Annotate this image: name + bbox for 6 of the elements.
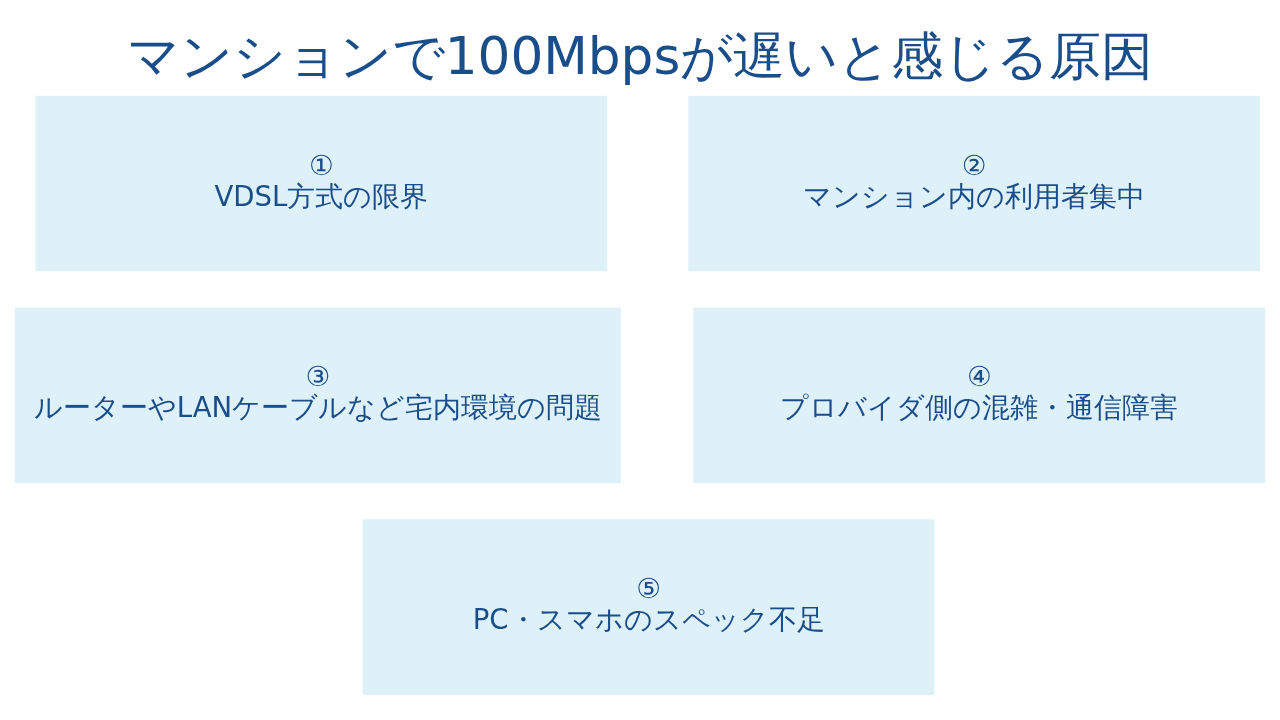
node-box: ⑤ PC・スマホのスペック不足 (362, 519, 935, 695)
node-box: ③ ルーターやLANケーブルなど宅内環境の問題 (14, 307, 622, 484)
node-box: ① VDSL方式の限界 (35, 95, 608, 272)
node-box: ② マンション内の利用者集中 (688, 95, 1260, 272)
node-box: ④ プロバイダ側の混雑・通信障害 (693, 307, 1266, 484)
diagram-title: マンションで100Mbpsが遅いと感じる原因 (126, 26, 1154, 87)
